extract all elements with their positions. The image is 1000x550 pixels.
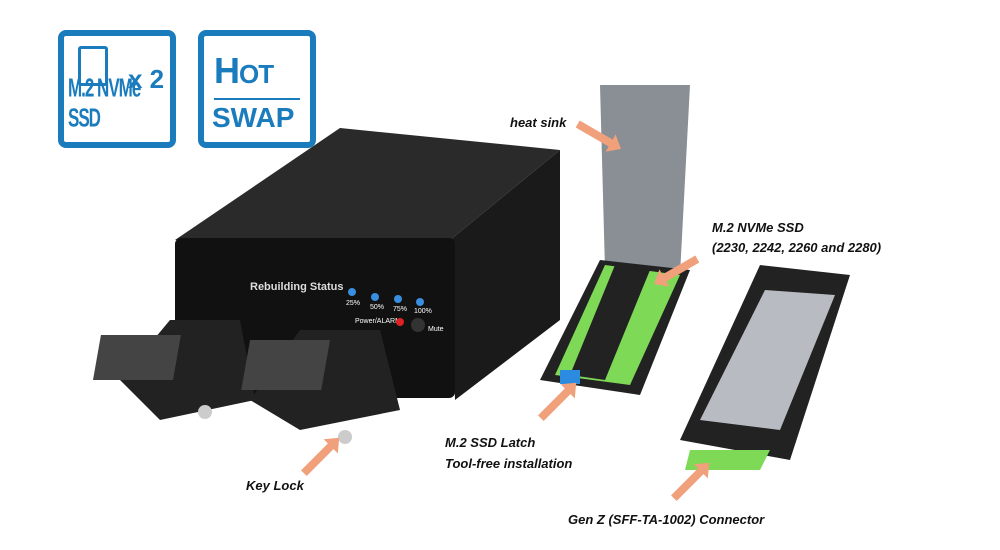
enclosure-side	[450, 150, 560, 400]
connector-label: Gen Z (SFF-TA-1002) Connector	[568, 512, 765, 527]
key-lock-label: Key Lock	[246, 478, 304, 493]
drive-count: x 2	[128, 64, 165, 94]
nvme-ssd	[570, 265, 650, 380]
key-lock-left	[198, 405, 212, 419]
hard-drive-icon	[78, 46, 108, 86]
heat-sink-label: heat sink	[510, 115, 567, 130]
drive-type: M.2 NVMe SSD	[68, 74, 141, 133]
alarm-led	[396, 318, 404, 326]
rebuilding-status-label: Rebuilding Status	[250, 281, 344, 293]
toolfree-label: Tool-free installation	[445, 456, 573, 471]
ssd-sizes-label: (2230, 2242, 2260 and 2280)	[712, 240, 882, 255]
m2-nvme-x2-badge: x 2 M.2 NVMe SSD	[58, 30, 176, 148]
swap-text: SWAP	[212, 102, 295, 133]
led-75: 75%	[393, 306, 407, 313]
hot-text: HOT	[214, 50, 274, 91]
led-100: 100%	[414, 308, 432, 315]
heat-sink	[600, 85, 690, 275]
led-50: 50%	[370, 304, 384, 311]
power-alarm-label: Power/ALARM	[355, 318, 401, 325]
hot-swap-badge: HOT SWAP	[198, 30, 316, 148]
mute-button[interactable]	[411, 318, 425, 332]
ssd-label: M.2 NVMe SSD	[712, 220, 804, 235]
mute-label: Mute	[428, 326, 444, 333]
enclosure-top	[175, 128, 560, 240]
latch-label: M.2 SSD Latch	[445, 435, 536, 450]
led-25: 25%	[346, 300, 360, 307]
